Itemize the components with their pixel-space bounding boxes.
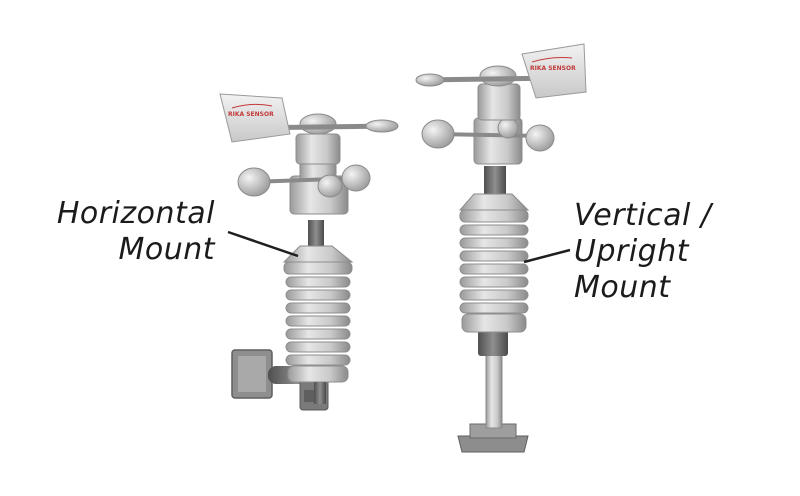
label-vertical-line2: Upright	[574, 234, 689, 269]
pointer-line-vertical	[523, 248, 571, 264]
pointer-line-horizontal	[227, 230, 299, 258]
radiation-shield-left	[282, 220, 354, 404]
radiation-shield-right	[458, 166, 530, 333]
label-horizontal-line2: Mount	[118, 232, 215, 267]
label-vertical-line3: Mount	[574, 270, 671, 305]
brand-logo-right: RIKA SENSOR	[530, 65, 576, 72]
label-vertical-line1: Vertical /	[574, 198, 712, 233]
horizontal-mount-station: RIKA SENSOR	[219, 93, 399, 411]
label-horizontal-mount: Horizontal Mount	[50, 196, 215, 268]
vertical-mount-station: RIKA SENSOR	[415, 43, 587, 453]
label-horizontal-line1: Horizontal	[56, 196, 215, 231]
wind-vane-right: RIKA SENSOR	[415, 43, 587, 99]
label-vertical-mount: Vertical / Upright Mount	[574, 198, 734, 306]
wind-vane-left: RIKA SENSOR	[219, 93, 399, 143]
brand-logo-left: RIKA SENSOR	[228, 111, 274, 118]
pole-and-base	[457, 330, 529, 453]
